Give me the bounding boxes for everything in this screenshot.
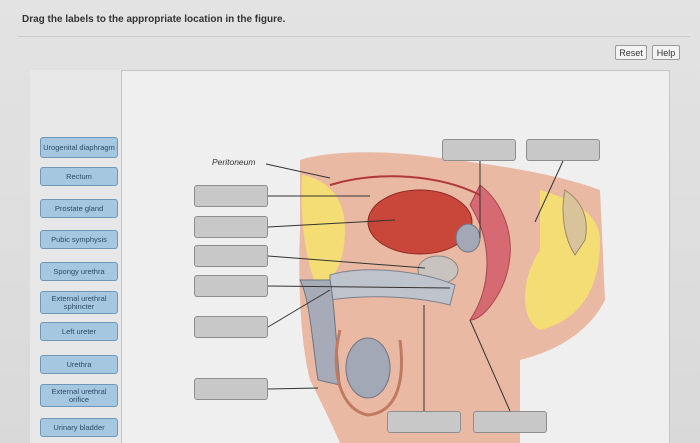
drop-target-6[interactable]	[194, 378, 268, 400]
drop-target-9[interactable]	[387, 411, 461, 433]
peritoneum-fixed-label: Peritoneum	[212, 157, 255, 167]
urinary-bladder-shape	[368, 190, 472, 254]
drop-target-2[interactable]	[194, 216, 268, 238]
testis	[346, 338, 390, 398]
drop-target-7[interactable]	[442, 139, 516, 161]
leader-6	[268, 388, 318, 389]
drop-target-5[interactable]	[194, 316, 268, 338]
seminal-vesicle	[456, 224, 480, 252]
drop-target-4[interactable]	[194, 275, 268, 297]
drop-target-1[interactable]	[194, 185, 268, 207]
drop-target-10[interactable]	[473, 411, 547, 433]
drop-target-8[interactable]	[526, 139, 600, 161]
drop-target-3[interactable]	[194, 245, 268, 267]
